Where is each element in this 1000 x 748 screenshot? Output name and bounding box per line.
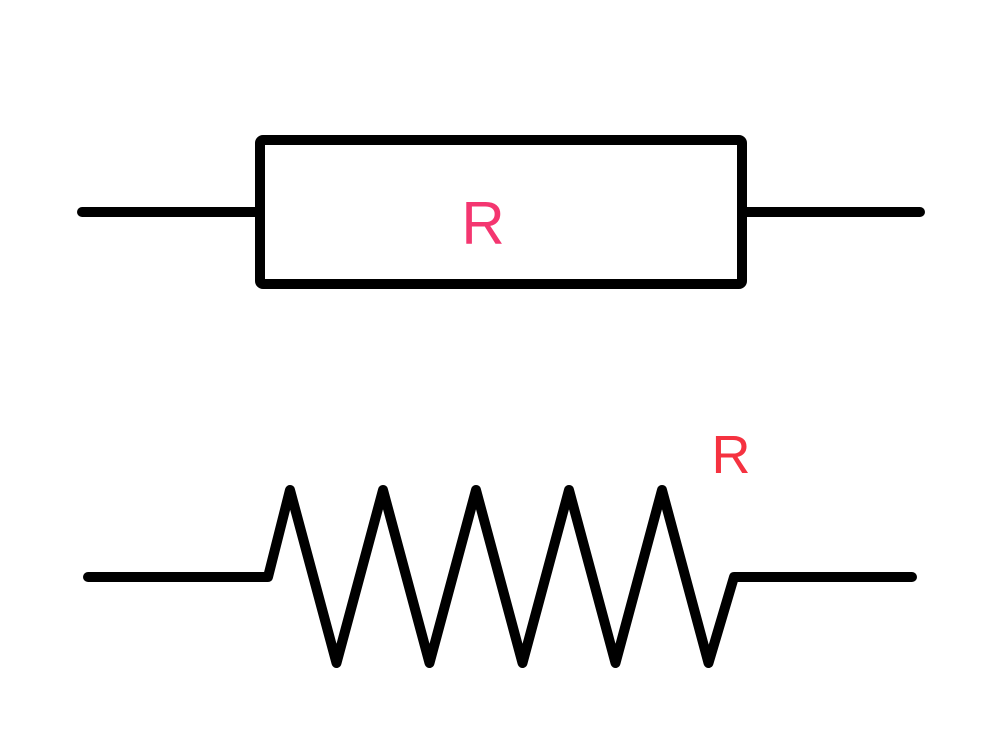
ansi-resistor-label: R (712, 425, 751, 485)
ansi-resistor-symbol: R (83, 425, 917, 668)
iec-resistor-symbol: R (77, 135, 925, 289)
ansi-resistor-zigzag (83, 485, 917, 668)
iec-resistor-label: R (461, 190, 504, 257)
